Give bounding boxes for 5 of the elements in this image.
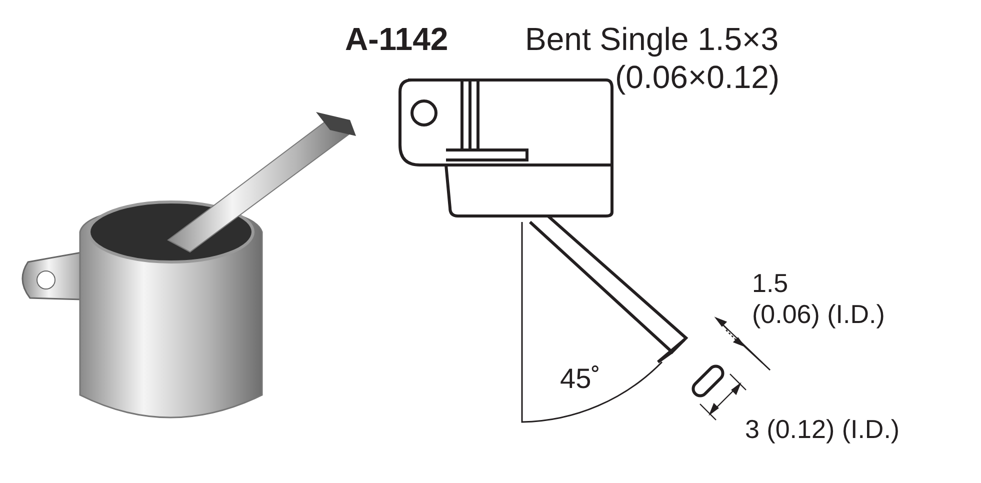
angle-label: 45˚ xyxy=(560,362,600,396)
part-number: A-1142 xyxy=(345,20,448,58)
nozzle-description: Bent Single 1.5×3 (0.06×0.12) xyxy=(525,20,780,97)
dimension-label: 3 (0.12) (I.D.) xyxy=(745,414,900,446)
dimension-label: 1.5 (0.06) (I.D.) xyxy=(752,268,885,330)
